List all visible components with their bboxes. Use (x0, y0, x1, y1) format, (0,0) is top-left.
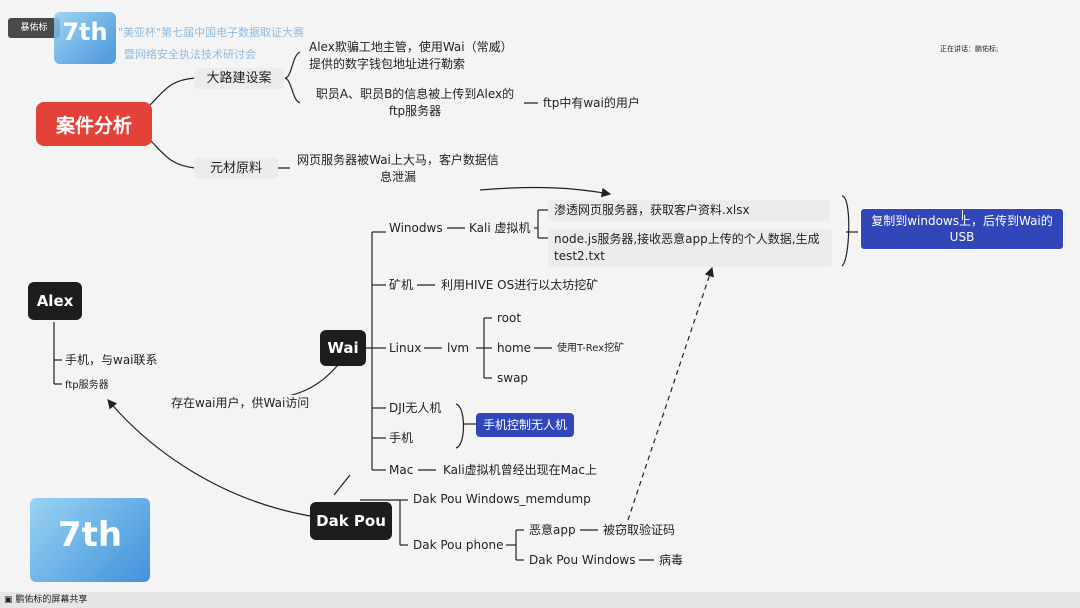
alex-ftp-server: ftp服务器 (62, 377, 112, 394)
windows-detail-virus: 病毒 (656, 552, 687, 569)
wai-phone: 手机 (386, 430, 417, 447)
wai-kali-vm: Kali 虚拟机 (466, 220, 534, 237)
event-banner-line2: 暨网络安全执法技术研讨会 (124, 48, 256, 61)
wai-windows: Winodws (386, 220, 446, 237)
miner-detail-hiveos: 利用HIVE OS进行以太坊挖矿 (438, 277, 602, 294)
node-alex: Alex (28, 282, 82, 320)
road-detail-ftp-user: ftp中有wai的用户 (540, 95, 643, 112)
lvm-root: root (494, 310, 525, 327)
event-logo-top: 7th (54, 12, 116, 64)
screen-share-label: 鹏佑标的屏幕共享 (15, 595, 88, 605)
screen-share-icon: ▣ (4, 595, 16, 605)
mac-detail-kali: Kali虚拟机曾经出现在Mac上 (440, 462, 600, 479)
road-detail-ftp-upload: 职员A、职员B的信息被上传到Alex的ftp服务器 (306, 86, 524, 120)
branch-yuancai: 元材原料 (194, 158, 278, 179)
home-detail-trex: 使用T-Rex挖矿 (554, 340, 628, 357)
wai-linux: Linux (386, 340, 425, 357)
alex-phone: 手机，与wai联系 (62, 352, 161, 369)
malware-detail-otp: 被窃取验证码 (600, 522, 679, 539)
lvm-home: home (494, 340, 535, 357)
wai-miner: 矿机 (386, 277, 417, 294)
branch-road-case: 大路建设案 (194, 68, 284, 89)
road-detail-ransom: Alex欺骗工地主管，使用Wai（常威）提供的数字钱包地址进行勒索 (306, 39, 512, 73)
dakpou-phone: Dak Pou phone (410, 537, 507, 554)
screen-share-bar: ▣ 鹏佑标的屏幕共享 (0, 592, 1080, 608)
kali-item-nodejs: node.js服务器,接收恶意app上传的个人数据,生成test2.txt (548, 229, 832, 267)
speaking-indicator: 正在讲话：鹏佑标; (940, 45, 999, 53)
dakpou-memdump: Dak Pou Windows_memdump (410, 491, 594, 508)
kali-item-pentest: 渗透网页服务器，获取客户资料.xlsx (548, 200, 830, 221)
node-dak-pou: Dak Pou (310, 502, 392, 540)
wai-dji-drone: DJI无人机 (386, 400, 445, 417)
yuancai-detail-leak: 网页服务器被Wai上大马，客户数据信息泄漏 (292, 152, 504, 186)
root-node-case-analysis: 案件分析 (36, 102, 152, 146)
node-wai: Wai (320, 330, 366, 366)
phone-control-drone-note: 手机控制无人机 (476, 413, 574, 437)
dakpou-windows: Dak Pou Windows (526, 552, 639, 569)
mouse-cursor-icon (962, 210, 969, 220)
dakpou-malware-app: 恶意app (526, 522, 579, 539)
user-chip[interactable]: 暴佑标 (8, 18, 60, 38)
edge-label-wai-access: 存在wai用户，供Wai访问 (168, 395, 313, 412)
event-logo-bottom: 7th (30, 498, 150, 582)
linux-lvm: lvm (444, 340, 473, 357)
wai-mac: Mac (386, 462, 417, 479)
lvm-swap: swap (494, 370, 532, 387)
event-banner-line1: "美亚杯"第七届中国电子数据取证大赛 (118, 26, 305, 39)
